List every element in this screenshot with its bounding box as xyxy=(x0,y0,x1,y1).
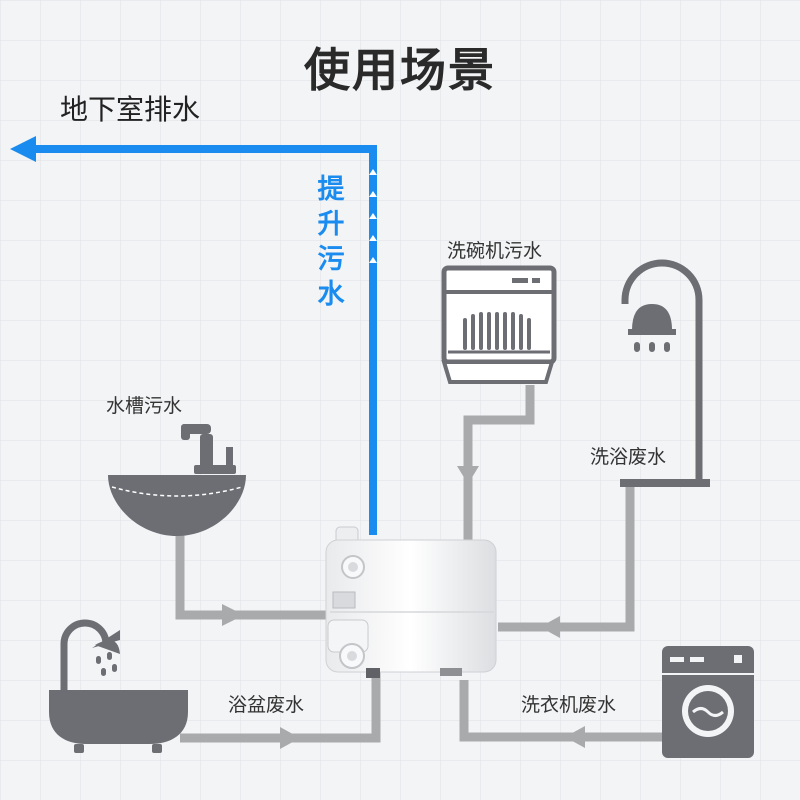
lift-label-char: 水 xyxy=(317,279,345,310)
shower-label: 洗浴废水 xyxy=(590,446,667,468)
bathtub-icon xyxy=(49,619,188,753)
outlet-arrow xyxy=(10,136,36,162)
dishwasher-label: 洗碗机污水 xyxy=(447,240,543,262)
water-drops xyxy=(634,342,670,352)
washer-flow-arrow xyxy=(565,726,585,748)
dishwasher-flow-arrow xyxy=(457,466,479,484)
lift-flow-chevrons xyxy=(369,169,377,263)
shower-drops xyxy=(96,652,117,676)
lift-pipe xyxy=(10,136,377,535)
bathtub-label: 浴盆废水 xyxy=(228,694,305,716)
faucet-icon xyxy=(181,424,236,474)
page-title: 使用场景 xyxy=(304,43,496,97)
outlet-label: 地下室排水 xyxy=(60,93,201,126)
lift-label-char: 升 xyxy=(317,209,345,240)
sink-flow-arrow xyxy=(222,604,244,626)
shower-flow-arrow xyxy=(540,616,560,638)
bathtub-pipe xyxy=(180,665,381,743)
washer-label: 洗衣机废水 xyxy=(521,694,617,716)
lift-label-char: 污 xyxy=(317,244,345,275)
sink-icon xyxy=(108,424,246,536)
bathtub-flow-arrow xyxy=(280,727,300,749)
sink-pipe xyxy=(175,530,330,620)
sink-label: 水槽污水 xyxy=(106,395,183,417)
pump-unit xyxy=(325,526,497,678)
washing-machine-icon xyxy=(662,646,754,758)
shower-icon xyxy=(620,259,710,487)
lift-label-char: 提 xyxy=(317,174,345,205)
dish-rack xyxy=(463,312,531,350)
dishwasher-icon xyxy=(441,265,557,384)
washer-pipe xyxy=(459,680,662,742)
flow-arrows xyxy=(222,466,585,749)
sink-basin xyxy=(108,475,246,536)
lift-label: 提 升 污 水 xyxy=(316,172,346,312)
